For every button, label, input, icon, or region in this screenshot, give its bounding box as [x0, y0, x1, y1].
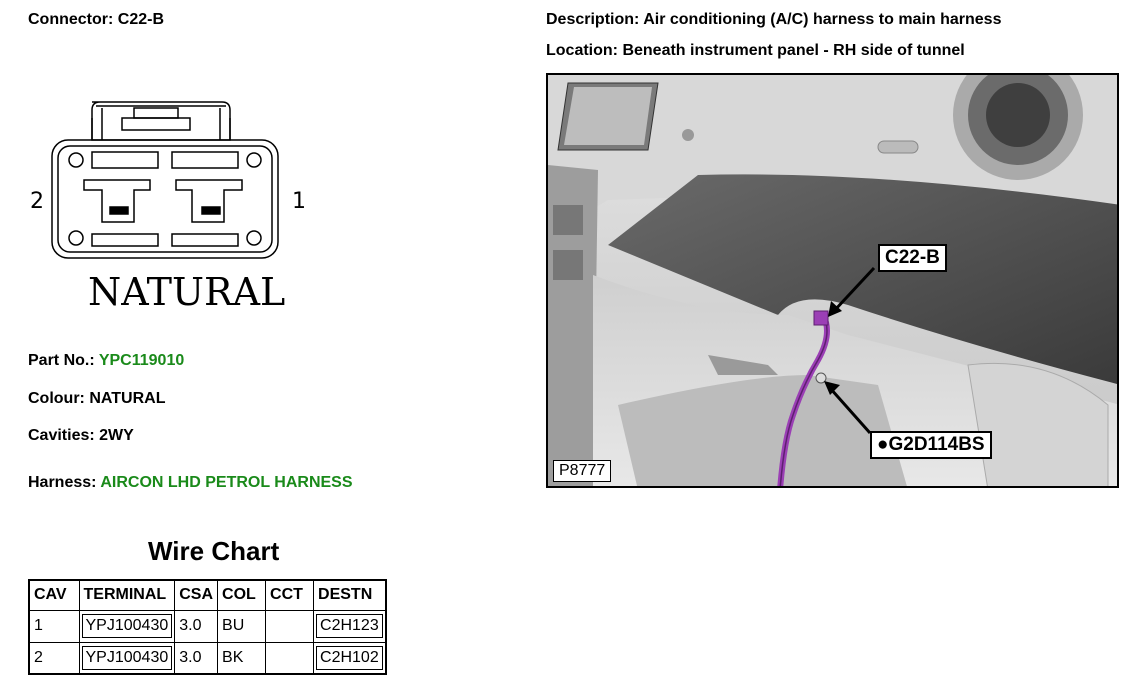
cell-destn: C2H123	[313, 609, 387, 643]
connector-value: C22-B	[117, 11, 165, 28]
cavities-field: Cavities: 2WY	[28, 427, 134, 445]
table-header-row: CAV TERMINAL CSA COL CCT DESTN	[28, 579, 387, 611]
cell-csa: 3.0	[174, 609, 219, 643]
description-value: Air conditioning (A/C) harness to main h…	[643, 11, 1002, 28]
cell-cct	[265, 641, 315, 675]
location-value: Beneath instrument panel - RH side of tu…	[622, 42, 965, 59]
terminal-value: YPJ100430	[81, 645, 173, 670]
part-no-field: Part No.: YPC119010	[28, 352, 184, 370]
pin-label-right: 1	[292, 189, 306, 214]
header-destn: DESTN	[313, 579, 387, 611]
cell-col: BK	[217, 641, 267, 675]
dashboard-illustration	[548, 75, 1117, 486]
header-cct: CCT	[265, 579, 315, 611]
ground-dot-icon: ●	[877, 434, 889, 455]
description-label: Description:	[546, 11, 640, 28]
callout-connector: C22-B	[878, 244, 947, 272]
cavities-value: 2WY	[99, 427, 134, 444]
table-row: 1 YPJ100430 3.0 BU C2H123	[28, 609, 387, 643]
cell-csa: 3.0	[174, 641, 219, 675]
colour-label: Colour:	[28, 390, 85, 407]
cell-cav: 2	[28, 641, 80, 675]
connector-field: Connector: C22-B	[28, 11, 164, 29]
cell-terminal: YPJ100430	[78, 641, 176, 675]
location-illustration: C22-B ●G2D114BS P8777	[546, 73, 1119, 488]
destn-value: C2H123	[316, 614, 383, 638]
colour-field: Colour: NATURAL	[28, 390, 165, 408]
cell-destn: C2H102	[313, 641, 387, 675]
image-reference: P8777	[553, 460, 612, 482]
cavities-label: Cavities:	[28, 427, 95, 444]
callout-ground: ●G2D114BS	[870, 431, 992, 459]
callout-ground-label: G2D114BS	[888, 434, 985, 455]
header-csa: CSA	[174, 579, 219, 611]
description-field: Description: Air conditioning (A/C) harn…	[546, 11, 1001, 29]
pin-label-left: 2	[30, 189, 44, 214]
header-col: COL	[217, 579, 267, 611]
destn-value: C2H102	[316, 645, 383, 670]
harness-field: Harness: AIRCON LHD PETROL HARNESS	[28, 474, 353, 492]
location-field: Location: Beneath instrument panel - RH …	[546, 42, 965, 60]
cell-col: BU	[217, 609, 267, 643]
connector-label: Connector:	[28, 11, 114, 28]
location-label: Location:	[546, 42, 618, 59]
header-terminal: TERMINAL	[78, 579, 176, 611]
part-no-label: Part No.:	[28, 352, 95, 369]
wire-chart-title: Wire Chart	[148, 536, 280, 566]
part-no-link[interactable]: YPC119010	[98, 352, 185, 369]
header-cav: CAV	[28, 579, 80, 611]
table-row: 2 YPJ100430 3.0 BK C2H102	[28, 641, 387, 675]
cell-cct	[265, 609, 315, 643]
cell-cav: 1	[28, 609, 80, 643]
colour-value: NATURAL	[89, 390, 166, 407]
harness-label: Harness:	[28, 474, 97, 491]
cell-terminal: YPJ100430	[78, 609, 176, 643]
terminal-value: YPJ100430	[81, 614, 173, 638]
wire-chart-table: CAV TERMINAL CSA COL CCT DESTN 1 YPJ1004…	[28, 579, 387, 675]
colour-caption: NATURAL	[88, 270, 285, 314]
callout-connector-label: C22-B	[885, 247, 940, 268]
harness-link[interactable]: AIRCON LHD PETROL HARNESS	[100, 474, 353, 491]
connector-face-drawing: 2 1 NATURAL	[30, 101, 306, 314]
